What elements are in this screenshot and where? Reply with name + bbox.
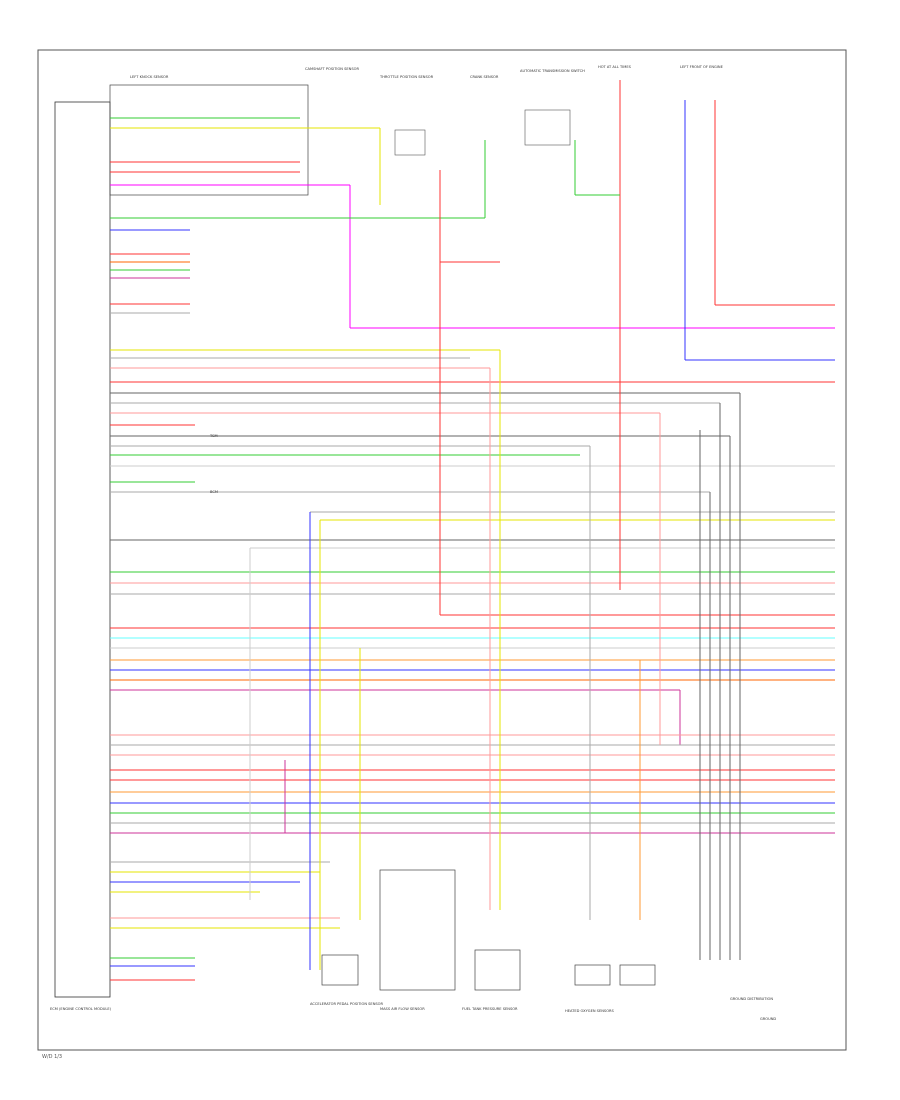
bottom-label-5: GROUND DISTRIBUTION	[730, 997, 773, 1001]
top-left-sensor-label: LEFT KNOCK SENSOR	[130, 75, 169, 79]
trans-switch-box	[524, 109, 571, 146]
fuel-tank-sensor-box	[474, 949, 521, 991]
top-label-4: AUTOMATIC TRANSMISSION SWITCH	[520, 69, 585, 73]
o2-sensor-box-2	[619, 964, 656, 986]
tcm-label: TCM	[209, 434, 218, 438]
top-label-2: THROTTLE POSITION SENSOR	[379, 75, 434, 79]
o2-sensor-box-1	[574, 964, 611, 986]
bottom-label-1: ACCELERATOR PEDAL POSITION SENSOR	[310, 1002, 383, 1006]
bottom-label-3: FUEL TANK PRESSURE SENSOR	[462, 1007, 518, 1011]
bcm-label: BCM	[210, 490, 218, 494]
top-label-6: LEFT FRONT OF ENGINE	[680, 65, 724, 69]
accelerator-sensor-box	[321, 954, 359, 986]
footer-code: W/D 1/3	[42, 1054, 62, 1060]
ecm-label: ECM (ENGINE CONTROL MODULE)	[50, 1007, 112, 1011]
bottom-label-2: MASS AIR FLOW SENSOR	[380, 1007, 425, 1011]
top-label-1: CAMSHAFT POSITION SENSOR	[305, 67, 359, 71]
top-label-5: HOT AT ALL TIMES	[598, 65, 632, 69]
top-label-3: CRANK SENSOR	[470, 75, 499, 79]
diagram-frame	[37, 49, 847, 1051]
ecm-connector	[54, 101, 111, 998]
bottom-label-4: HEATED OXYGEN SENSORS	[565, 1009, 615, 1013]
ground-label: GROUND	[760, 1017, 776, 1021]
maf-sensor-box	[379, 869, 456, 991]
wire-group	[110, 80, 835, 981]
throttle-sensor-box	[394, 129, 426, 156]
top-left-sensor-box	[109, 84, 309, 196]
